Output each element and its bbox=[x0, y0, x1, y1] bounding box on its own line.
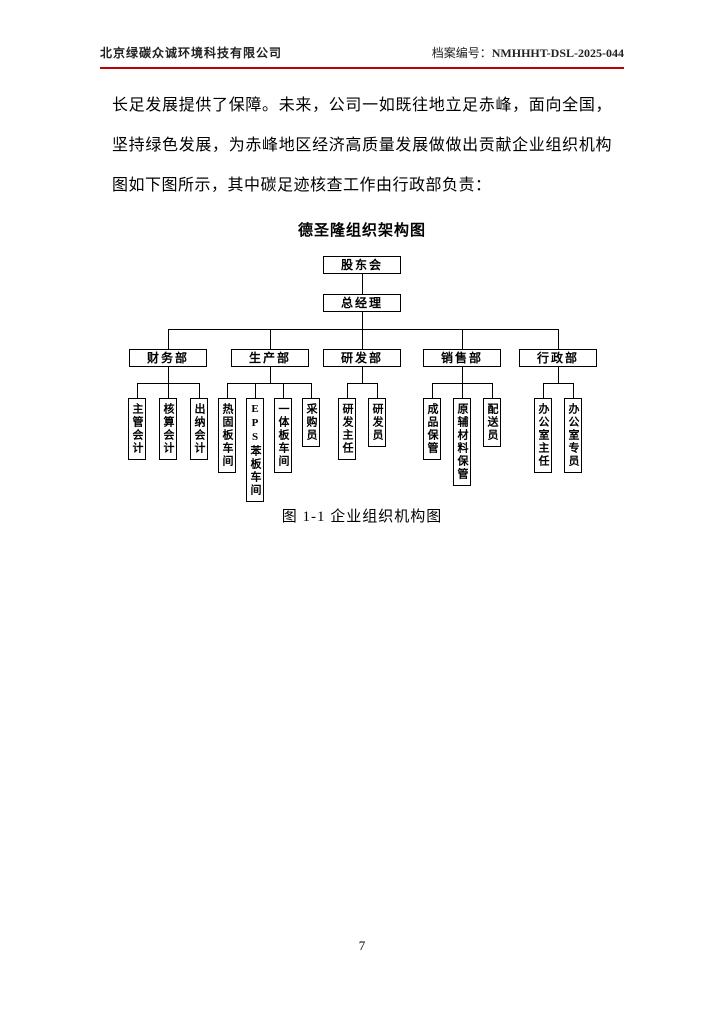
connector-line bbox=[543, 384, 544, 398]
connector-line bbox=[270, 330, 271, 349]
connector-line bbox=[362, 330, 363, 349]
dept-box-finance: 财务部 bbox=[129, 349, 207, 367]
connector-line bbox=[462, 384, 463, 398]
role-box: 办公室主任 bbox=[534, 398, 552, 473]
connector-line bbox=[227, 383, 312, 384]
dept-box-production: 生产部 bbox=[231, 349, 309, 367]
connector-line bbox=[227, 384, 228, 398]
role-box: 一体板车间 bbox=[274, 398, 292, 473]
connector-line bbox=[168, 367, 169, 383]
connector-line bbox=[137, 383, 200, 384]
paragraph-line: 长足发展提供了保障。未来，公司一如既往地立足赤峰，面向全国， bbox=[112, 97, 612, 114]
connector-line bbox=[168, 329, 559, 330]
connector-line bbox=[270, 367, 271, 383]
node-shareholders: 股东会 bbox=[323, 256, 401, 274]
dept-box-rnd: 研发部 bbox=[323, 349, 401, 367]
connector-line bbox=[492, 384, 493, 398]
connector-line bbox=[543, 383, 574, 384]
archive-number: 档案编号：NMHHHT-DSL-2025-044 bbox=[432, 44, 624, 61]
role-box: 研发主任 bbox=[338, 398, 356, 460]
connector-line bbox=[255, 384, 256, 398]
connector-line bbox=[432, 384, 433, 398]
role-box: 主管会计 bbox=[128, 398, 146, 460]
role-box: 成品保管 bbox=[423, 398, 441, 460]
dept-box-sales: 销售部 bbox=[423, 349, 501, 367]
body-paragraph: 长足发展提供了保障。未来，公司一如既往地立足赤峰，面向全国， 坚持绿色发展，为赤… bbox=[112, 86, 612, 206]
connector-line bbox=[362, 312, 363, 329]
connector-line bbox=[462, 367, 463, 383]
role-box: 配送员 bbox=[483, 398, 501, 447]
connector-line bbox=[168, 330, 169, 349]
connector-line bbox=[311, 384, 312, 398]
connector-line bbox=[432, 383, 493, 384]
connector-line bbox=[168, 384, 169, 398]
connector-line bbox=[558, 330, 559, 349]
connector-line bbox=[347, 383, 378, 384]
connector-line bbox=[347, 384, 348, 398]
connector-line bbox=[283, 384, 284, 398]
archive-number-value: NMHHHT-DSL-2025-044 bbox=[491, 46, 624, 60]
paragraph-line: 坚持绿色发展，为赤峰地区经济高质量发展做做出贡献企业组织机构 bbox=[112, 137, 612, 154]
company-name: 北京绿碳众诚环境科技有限公司 bbox=[100, 46, 283, 60]
connector-line bbox=[199, 384, 200, 398]
connector-line bbox=[573, 384, 574, 398]
org-chart-title: 德圣隆组织架构图 bbox=[297, 223, 426, 239]
role-box: 采购员 bbox=[302, 398, 320, 447]
paragraph-line: 图如下图所示，其中碳足迹核查工作由行政部负责： bbox=[112, 177, 492, 194]
connector-line bbox=[362, 367, 363, 383]
page-header: 北京绿碳众诚环境科技有限公司 档案编号：NMHHHT-DSL-2025-044 bbox=[100, 44, 624, 61]
connector-line bbox=[137, 384, 138, 398]
connector-line bbox=[558, 367, 559, 383]
role-box: 核算会计 bbox=[159, 398, 177, 460]
role-box: 办公室专员 bbox=[564, 398, 582, 473]
header-divider bbox=[100, 67, 624, 69]
role-box: EPS苯板车间 bbox=[246, 398, 264, 502]
connector-line bbox=[462, 330, 463, 349]
role-box: 研发员 bbox=[368, 398, 386, 447]
role-box: 原辅材料保管 bbox=[453, 398, 471, 486]
org-chart: 股东会 总经理 财务部 生产部 研发部 销售部 行政部 bbox=[113, 252, 611, 512]
dept-box-admin: 行政部 bbox=[519, 349, 597, 367]
figure-caption: 图 1-1 企业组织机构图 bbox=[281, 509, 443, 525]
archive-number-label: 档案编号： bbox=[431, 46, 492, 60]
page-number: 7 bbox=[358, 938, 366, 953]
node-general-manager: 总经理 bbox=[323, 294, 401, 312]
connector-line bbox=[377, 384, 378, 398]
role-box: 热固板车间 bbox=[218, 398, 236, 473]
role-box: 出纳会计 bbox=[190, 398, 208, 460]
connector-line bbox=[362, 274, 363, 294]
